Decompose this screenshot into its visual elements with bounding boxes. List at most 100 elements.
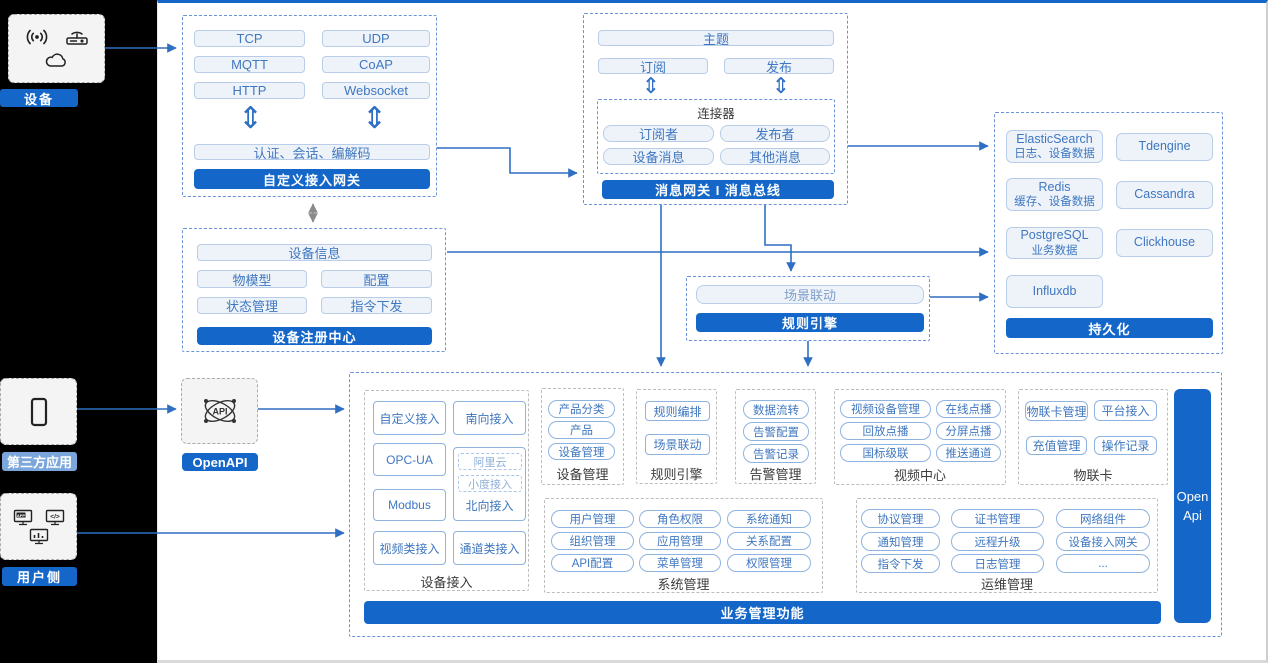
radio-signal-icon bbox=[26, 29, 47, 44]
node-rule-orchestration: 规则编排 bbox=[645, 401, 710, 421]
persistence-box: ElasticSearch 日志、设备数据 Tdengine Redis 缓存、… bbox=[994, 112, 1223, 354]
group-label-alarm: 告警管理 bbox=[749, 467, 802, 482]
node-notice-mgmt: 通知管理 bbox=[861, 532, 940, 551]
node-topic: 主题 bbox=[598, 30, 834, 47]
svg-text:API: API bbox=[212, 407, 227, 417]
node-iot-card-mgmt: 物联卡管理 bbox=[1025, 401, 1088, 421]
node-websocket: Websocket bbox=[322, 82, 430, 99]
node-clickhouse: Clickhouse bbox=[1116, 229, 1213, 257]
node-custom-access: 自定义接入 bbox=[373, 401, 446, 435]
node-online-play: 在线点播 bbox=[936, 400, 1001, 418]
message-bus-bar: 消息网关 I 消息总线 bbox=[602, 180, 834, 199]
node-product: 产品 bbox=[548, 421, 615, 439]
node-subscriber: 订阅者 bbox=[603, 125, 714, 142]
node-device-info: 设备信息 bbox=[197, 244, 432, 261]
svg-text:</>: </> bbox=[50, 513, 60, 520]
node-protocol-mgmt: 协议管理 bbox=[861, 509, 940, 528]
node-scene-linkage-2: 场景联动 bbox=[645, 434, 710, 455]
node-udp: UDP bbox=[322, 30, 430, 47]
node-auth-session-codec: 认证、会话、编解码 bbox=[194, 144, 430, 161]
node-publisher: 发布者 bbox=[720, 125, 830, 142]
user-side-box: APP </> bbox=[0, 493, 77, 560]
node-app-mgmt: 应用管理 bbox=[639, 532, 721, 550]
node-device-message: 设备消息 bbox=[603, 148, 714, 165]
node-thing-model: 物模型 bbox=[197, 270, 307, 288]
node-gb-cascade: 国标级联 bbox=[840, 444, 931, 462]
node-tcp: TCP bbox=[194, 30, 305, 47]
group-system-mgmt: 用户管理 角色权限 系统通知 组织管理 应用管理 关系配置 API配置 菜单管理… bbox=[544, 498, 823, 593]
openapi-label: OpenAPI bbox=[182, 453, 258, 471]
node-device-access-gateway: 设备接入网关 bbox=[1056, 532, 1150, 551]
node-coap: CoAP bbox=[322, 56, 430, 73]
node-opc-ua: OPC-UA bbox=[373, 443, 446, 476]
business-mgmt-bar: 业务管理功能 bbox=[364, 601, 1161, 624]
node-influxdb: Influxdb bbox=[1006, 275, 1103, 308]
cloud-icon bbox=[45, 52, 66, 67]
rule-engine-box: 场景联动 规则引擎 bbox=[686, 276, 930, 341]
node-status-mgmt: 状态管理 bbox=[197, 297, 307, 314]
user-side-label: 用户侧 bbox=[2, 567, 77, 586]
node-playback: 回放点播 bbox=[840, 422, 931, 440]
node-scene-linkage: 场景联动 bbox=[696, 285, 924, 304]
node-publish: 发布 bbox=[724, 58, 834, 75]
chart-monitor-icon bbox=[29, 528, 48, 544]
group-label-device-access: 设备接入 bbox=[420, 575, 473, 590]
node-command-dispatch: 指令下发 bbox=[321, 297, 432, 314]
node-video-device-mgmt: 视频设备管理 bbox=[840, 400, 931, 418]
node-api-config: API配置 bbox=[551, 554, 634, 572]
node-split-screen-play: 分屏点播 bbox=[936, 422, 1001, 440]
node-device-mgmt: 设备管理 bbox=[548, 443, 615, 460]
svg-text:APP: APP bbox=[16, 512, 25, 517]
node-remote-upgrade: 远程升级 bbox=[951, 532, 1044, 551]
rule-engine-bar: 规则引擎 bbox=[696, 313, 924, 332]
message-bus-box: 主题 订阅 发布 ⇕ ⇕ 连接器 订阅者 发布者 设备消息 其他消息 消息网关 … bbox=[583, 13, 848, 205]
group-ops-mgmt: 协议管理 证书管理 网络组件 通知管理 远程升级 设备接入网关 指令下发 日志管… bbox=[856, 498, 1158, 593]
node-platform-access: 平台接入 bbox=[1094, 400, 1157, 421]
node-cert-mgmt: 证书管理 bbox=[951, 509, 1044, 528]
group-rule-engine: 规则编排 场景联动 规则引擎 bbox=[636, 389, 717, 484]
smartphone-icon bbox=[30, 397, 47, 426]
group-alarm: 数据流转 告警配置 告警记录 告警管理 bbox=[735, 389, 816, 484]
group-iot-card: 物联卡管理 平台接入 充值管理 操作记录 物联卡 bbox=[1018, 389, 1168, 485]
node-recharge-mgmt: 充值管理 bbox=[1026, 436, 1087, 455]
group-device-access: 自定义接入 南向接入 OPC-UA 阿里云 小度接入 北向接入 Modbus 视… bbox=[364, 390, 529, 591]
updown-arrow-icon: ⇕ bbox=[771, 73, 791, 98]
node-alarm-record: 告警记录 bbox=[743, 444, 809, 463]
custom-gateway-box: TCP UDP MQTT CoAP HTTP Websocket ⇕ ⇕ 认证、… bbox=[182, 15, 437, 197]
node-video-access: 视频类接入 bbox=[373, 531, 446, 565]
connector-box: 连接器 订阅者 发布者 设备消息 其他消息 bbox=[597, 99, 835, 174]
node-channel-access: 通道类接入 bbox=[453, 531, 526, 565]
device-registry-bar: 设备注册中心 bbox=[197, 327, 432, 345]
code-monitor-icon: </> bbox=[45, 509, 64, 525]
connector-title: 连接器 bbox=[697, 107, 735, 121]
group-label-ops-mgmt: 运维管理 bbox=[980, 577, 1033, 592]
node-redis: Redis 缓存、设备数据 bbox=[1006, 178, 1103, 211]
api-network-icon: API bbox=[203, 399, 236, 423]
node-data-flow: 数据流转 bbox=[743, 400, 809, 419]
northbound-access-label: 北向接入 bbox=[465, 499, 514, 513]
node-xiaodu-access: 小度接入 bbox=[458, 475, 522, 492]
persistence-bar: 持久化 bbox=[1006, 318, 1213, 338]
node-product-category: 产品分类 bbox=[548, 400, 615, 418]
device-registry-box: 设备信息 物模型 配置 状态管理 指令下发 设备注册中心 bbox=[182, 228, 446, 352]
node-other-message: 其他消息 bbox=[720, 148, 830, 165]
updown-arrow-icon: ⇕ bbox=[641, 73, 661, 98]
third-party-box bbox=[0, 378, 77, 445]
node-relation-config: 关系配置 bbox=[727, 532, 811, 550]
custom-gateway-bar: 自定义接入网关 bbox=[194, 169, 430, 189]
node-tdengine: Tdengine bbox=[1116, 133, 1213, 161]
node-http: HTTP bbox=[194, 82, 305, 99]
updown-arrow-icon: ⇕ bbox=[238, 102, 264, 135]
node-more: ... bbox=[1056, 554, 1150, 573]
group-label-iot-card: 物联卡 bbox=[1073, 468, 1113, 483]
wifi-router-icon bbox=[65, 31, 88, 45]
node-network-component: 网络组件 bbox=[1056, 509, 1150, 528]
node-push-channel: 推送通道 bbox=[936, 444, 1001, 462]
node-operation-record: 操作记录 bbox=[1094, 436, 1157, 455]
node-mqtt: MQTT bbox=[194, 56, 305, 73]
node-alarm-config: 告警配置 bbox=[743, 422, 809, 441]
business-box: 自定义接入 南向接入 OPC-UA 阿里云 小度接入 北向接入 Modbus 视… bbox=[349, 372, 1222, 637]
node-permission-mgmt: 权限管理 bbox=[727, 554, 811, 572]
